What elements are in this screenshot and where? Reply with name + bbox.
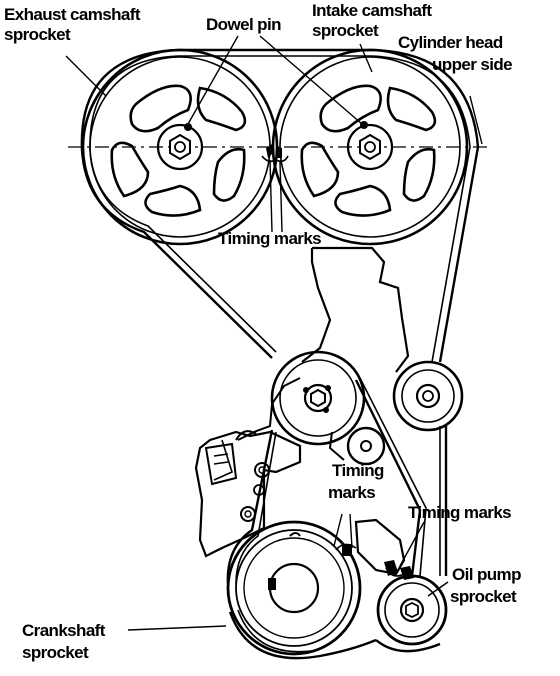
leader-timing-marks-top-a — [269, 159, 273, 233]
leader-dowel-pin-intake — [259, 35, 363, 125]
leader-oil-pump-sprocket — [427, 581, 449, 597]
leader-timing-marks-top-b — [279, 161, 283, 233]
leader-timing-marks-right — [399, 521, 425, 567]
label-timing-marks-middle: Timing marks — [328, 461, 388, 502]
crank-timing-mark-detail — [335, 543, 357, 556]
oil-pump-sprocket — [376, 574, 448, 646]
leader-cylinder-head — [469, 95, 483, 145]
exhaust-sprocket-spoke-holes — [110, 84, 247, 217]
leader-intake-sprocket — [359, 43, 373, 73]
engine-block-outline — [237, 246, 410, 461]
leader-lines — [65, 35, 483, 631]
label-cylinder-head-upper-side: Cylinder head upper side — [398, 33, 512, 74]
leader-crankshaft-sprocket — [127, 625, 227, 631]
label-timing-marks-top: Timing marks — [218, 229, 321, 248]
camshaft-timing-mark-detail — [261, 144, 289, 163]
idler-pulley-left — [270, 350, 366, 446]
label-timing-marks-right: Timing marks — [408, 503, 511, 522]
leader-dowel-pin-exhaust — [187, 35, 239, 125]
timing-belt — [80, 48, 480, 660]
oil-pump-housing — [354, 518, 414, 580]
crankshaft-sprocket — [226, 520, 362, 656]
label-oil-pump-sprocket: Oil pump sprocket — [450, 565, 525, 606]
idler-pulley-small — [346, 426, 386, 466]
label-crankshaft-sprocket: Crankshaft sprocket — [22, 621, 109, 662]
idler-pulley-right — [392, 360, 464, 432]
tensioner-bracket — [194, 430, 302, 558]
intake-camshaft-sprocket — [271, 48, 469, 246]
leader-timing-marks-middle-b — [349, 513, 353, 549]
leader-exhaust-sprocket — [65, 55, 107, 97]
label-dowel-pin: Dowel pin — [206, 15, 281, 34]
label-intake-camshaft-sprocket: Intake camshaft sprocket — [312, 1, 436, 40]
intake-sprocket-spoke-holes — [300, 84, 437, 217]
labels: Exhaust camshaft sprocket Dowel pin Inta… — [4, 1, 525, 662]
label-exhaust-camshaft-sprocket: Exhaust camshaft sprocket — [4, 5, 144, 44]
leader-timing-marks-middle-a — [333, 513, 343, 547]
